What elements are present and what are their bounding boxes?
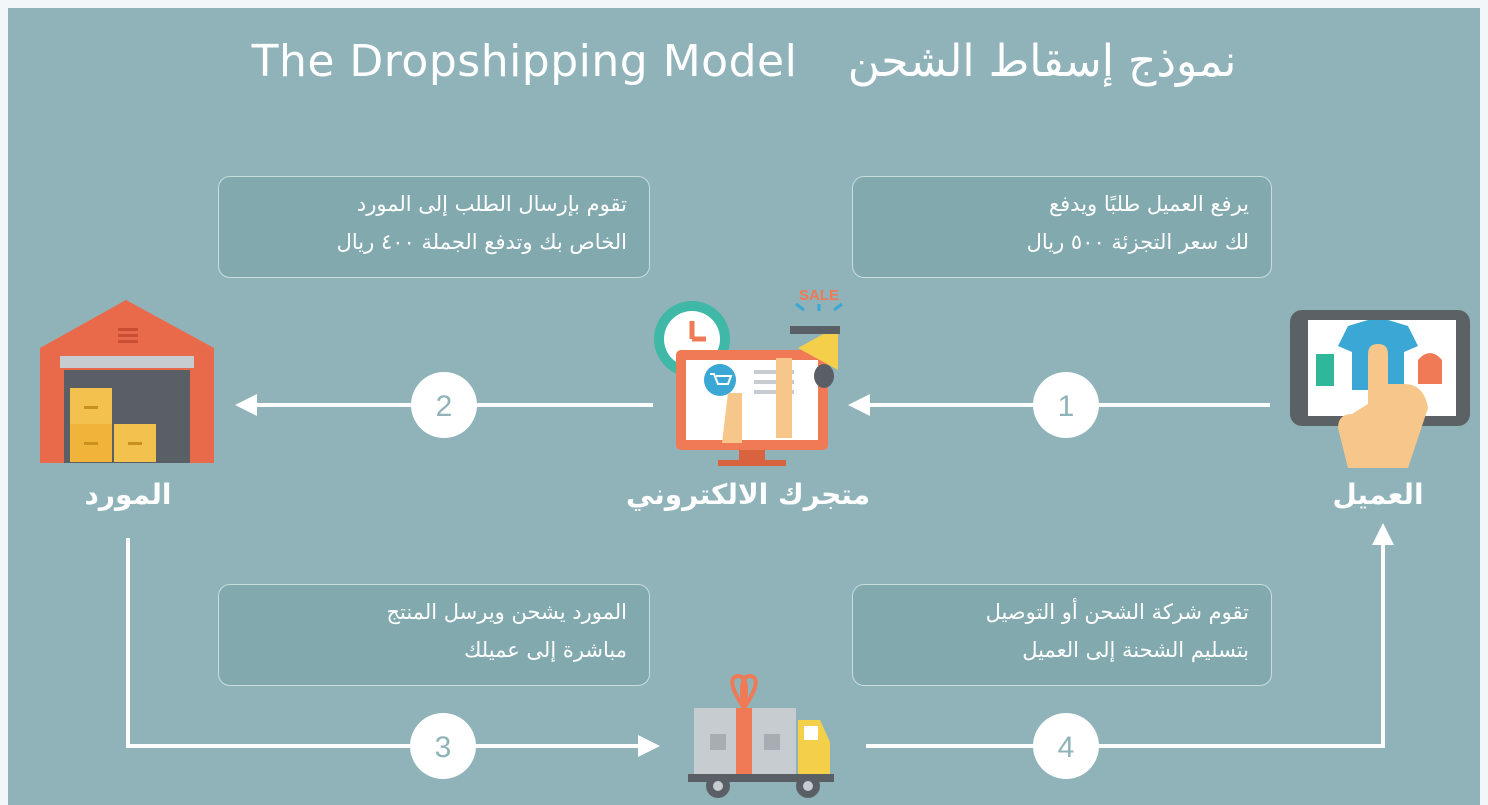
arrow-2-head xyxy=(235,394,257,416)
customer-tablet-icon xyxy=(1290,310,1470,468)
title-arabic: نموذج إسقاط الشحن xyxy=(847,36,1237,87)
arrow-1-head xyxy=(848,394,870,416)
delivery-truck-icon xyxy=(688,673,834,798)
arrow-4-head xyxy=(1372,523,1394,545)
online-store-icon: SALE xyxy=(654,287,843,466)
supplier-label: المورد xyxy=(84,478,172,511)
step-1-line-1: يرفع العميل طلبًا ويدفع xyxy=(1048,192,1249,216)
arrow-3-head xyxy=(638,735,660,757)
store-label: متجرك الالكتروني xyxy=(625,478,871,511)
step-4-line-2: بتسليم الشحنة إلى العميل xyxy=(1022,638,1249,662)
step-1-circle xyxy=(1033,372,1099,438)
step-4-number: 4 xyxy=(1058,731,1075,764)
customer-label: العميل xyxy=(1332,478,1424,511)
diagram-graphics: 1 2 3 4 xyxy=(40,287,1470,798)
step-2-callout: تقوم بإرسال الطلب إلى المورد الخاص بك وت… xyxy=(218,176,650,278)
step-3-callout: المورد يشحن ويرسل المنتج مباشرة إلى عميل… xyxy=(218,584,650,686)
step-2-line-2: الخاص بك وتدفع الجملة ٤٠٠ ريال xyxy=(336,230,627,254)
warehouse-icon xyxy=(40,300,214,463)
step-1-callout: يرفع العميل طلبًا ويدفع لك سعر التجزئة ٥… xyxy=(852,176,1272,278)
diagram-canvas: The Dropshipping Model نموذج إسقاط الشحن… xyxy=(8,8,1480,805)
step-4-circle xyxy=(1033,713,1099,779)
step-3-line-2: مباشرة إلى عميلك xyxy=(464,638,627,662)
title-english: The Dropshipping Model xyxy=(251,36,798,87)
step-3-circle xyxy=(410,713,476,779)
step-1-line-2: لك سعر التجزئة ٥٠٠ ريال xyxy=(1026,230,1249,254)
step-4-line-1: تقوم شركة الشحن أو التوصيل xyxy=(985,600,1249,624)
step-3-number: 3 xyxy=(435,731,452,764)
step-4-callout: تقوم شركة الشحن أو التوصيل بتسليم الشحنة… xyxy=(852,584,1272,686)
step-2-circle xyxy=(411,372,477,438)
step-1-number: 1 xyxy=(1058,390,1075,423)
step-2-line-1: تقوم بإرسال الطلب إلى المورد xyxy=(356,192,627,216)
page-title: The Dropshipping Model نموذج إسقاط الشحن xyxy=(8,36,1480,87)
sale-badge: SALE xyxy=(799,287,839,304)
step-number-circles: 1 2 3 4 xyxy=(410,372,1099,779)
step-3-line-1: المورد يشحن ويرسل المنتج xyxy=(386,600,627,624)
step-2-number: 2 xyxy=(436,390,453,423)
